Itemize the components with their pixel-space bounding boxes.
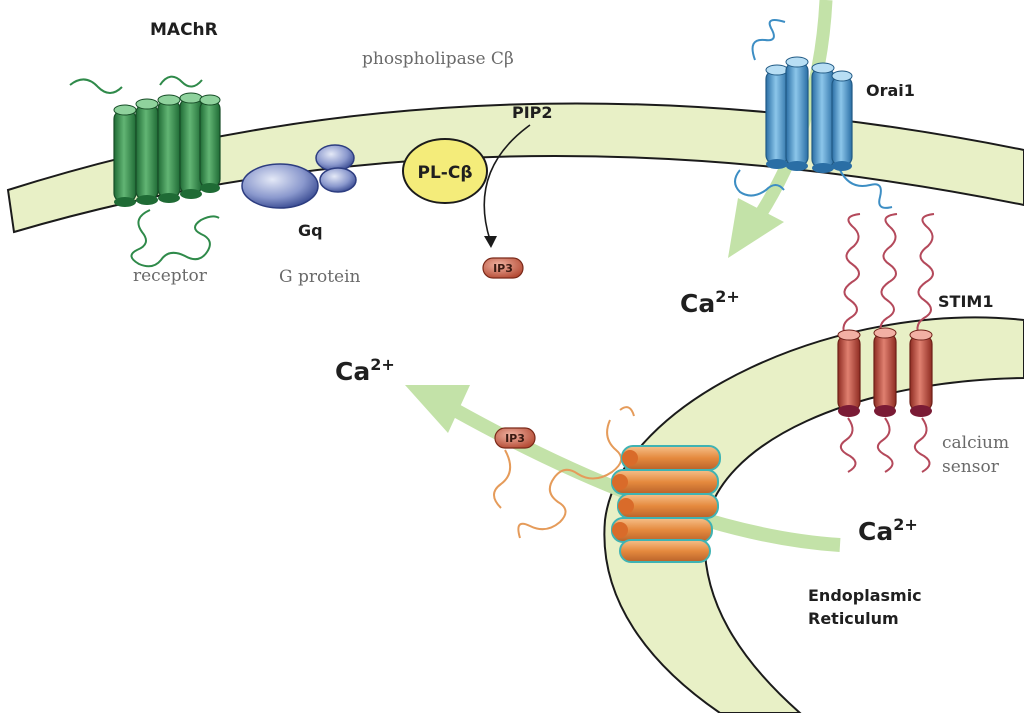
gq-label: Gq: [298, 221, 323, 240]
er-label-line1: Endoplasmic: [808, 586, 922, 605]
phospholipase-label: phospholipase Cβ: [362, 49, 514, 69]
ip3-er-label: IP3: [505, 432, 525, 445]
receptor-label: receptor: [133, 266, 208, 286]
ip3-molecule-top: IP3: [482, 257, 524, 279]
ca-ion-label-influx: Ca2+: [680, 287, 740, 318]
ip3-receptor-channel: [493, 406, 721, 563]
g-protein-label: G protein: [279, 267, 361, 287]
ca-ion-label-cytosol: Ca2+: [335, 355, 395, 386]
ca-ion-label-er: Ca2+: [858, 515, 918, 546]
orai1-label: Orai1: [866, 81, 915, 100]
machr-label: MAChR: [150, 20, 218, 40]
plc-label: PL-Cβ: [418, 163, 473, 183]
machr-receptor: [69, 75, 221, 268]
er-label-line2: Reticulum: [808, 609, 899, 628]
pip2-label: PIP2: [512, 103, 553, 122]
ip3-molecule-er: IP3: [494, 427, 536, 449]
sensor-label: sensor: [942, 457, 1000, 477]
plc-beta-enzyme: [402, 138, 488, 204]
stim1-sensor: [837, 213, 935, 473]
calcium-label: calcium: [942, 433, 1009, 453]
orai1-channel: [734, 19, 893, 209]
ip3-top-label: IP3: [493, 262, 513, 275]
gq-protein: [241, 144, 357, 209]
pip2-to-ip3-arrow: [483, 124, 531, 241]
stim1-label: STIM1: [938, 292, 993, 311]
pip2-arrowhead: [484, 236, 497, 248]
